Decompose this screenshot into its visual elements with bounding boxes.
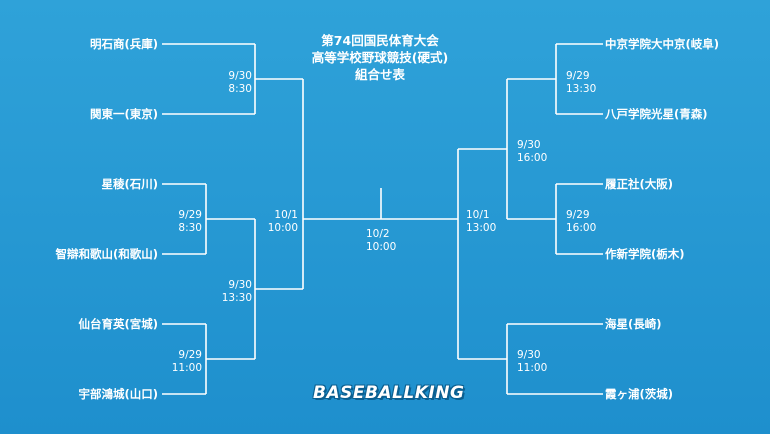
right-game-1-label: 9/29 13:30: [566, 70, 596, 96]
right-team-5: 海星(長崎): [605, 317, 662, 331]
right-game-1-time: 13:30: [566, 83, 597, 95]
left-game-3-time: 11:00: [171, 362, 202, 374]
right-game-3-label: 9/30 16:00: [517, 139, 547, 165]
final-label: 10/2 10:00: [366, 228, 396, 254]
bracket-title: 第74回国民体育大会 高等学校野球競技(硬式) 組合せ表: [290, 32, 470, 83]
left-team-6: 宇部鴻城(山口): [78, 387, 158, 401]
left-game-2-label: 9/29 8:30: [178, 209, 202, 235]
left-team-4: 智辯和歌山(和歌山): [55, 247, 158, 261]
left-game-4-label: 9/30 13:30: [222, 279, 252, 305]
left-team-1: 明石商(兵庫): [89, 37, 158, 51]
right-game-2-label: 9/29 16:00: [566, 209, 596, 235]
right-game-3-time: 16:00: [517, 152, 548, 164]
right-semi-date: 10/1: [466, 209, 490, 221]
right-game-2-date: 9/29: [566, 209, 590, 221]
final-time: 10:00: [366, 241, 397, 253]
baseballking-logo: BASEBALLKING: [313, 383, 465, 403]
title-line-3: 組合せ表: [354, 67, 405, 82]
left-team-2: 関東一(東京): [89, 107, 158, 121]
left-game-3-date: 9/29: [178, 349, 202, 361]
title-line-1: 第74回国民体育大会: [321, 33, 439, 48]
left-team-3: 星稜(石川): [101, 177, 158, 191]
right-game-1-date: 9/29: [566, 70, 590, 82]
left-team-5: 仙台育英(宮城): [78, 317, 158, 331]
left-game-2-time: 8:30: [178, 222, 202, 234]
right-semi-label: 10/1 13:00: [466, 209, 496, 235]
right-game-4-time: 11:00: [517, 362, 548, 374]
left-semi-label: 10/1 10:00: [268, 209, 298, 235]
left-semi-date: 10/1: [274, 209, 298, 221]
left-game-4-time: 13:30: [221, 292, 252, 304]
left-semi-time: 10:00: [267, 222, 298, 234]
left-game-2-date: 9/29: [178, 209, 202, 221]
right-team-4: 作新学院(栃木): [605, 247, 685, 261]
right-semi-time: 13:00: [466, 222, 497, 234]
right-game-4-date: 9/30: [517, 349, 541, 361]
right-game-2-time: 16:00: [566, 222, 597, 234]
title-line-2: 高等学校野球競技(硬式): [311, 50, 449, 65]
left-game-4-date: 9/30: [228, 279, 252, 291]
right-team-1: 中京学院大中京(岐阜): [605, 37, 720, 51]
final-date: 10/2: [366, 228, 390, 240]
right-game-4-label: 9/30 11:00: [517, 349, 547, 375]
left-game-1-label: 9/30 8:30: [228, 70, 252, 96]
right-game-3-date: 9/30: [517, 139, 541, 151]
right-team-3: 履正社(大阪): [605, 177, 674, 191]
left-game-1-date: 9/30: [228, 70, 252, 82]
right-team-2: 八戸学院光星(青森): [605, 107, 708, 121]
right-team-6: 霞ヶ浦(茨城): [605, 387, 674, 401]
left-game-3-label: 9/29 11:00: [172, 349, 202, 375]
left-game-1-time: 8:30: [228, 83, 252, 95]
